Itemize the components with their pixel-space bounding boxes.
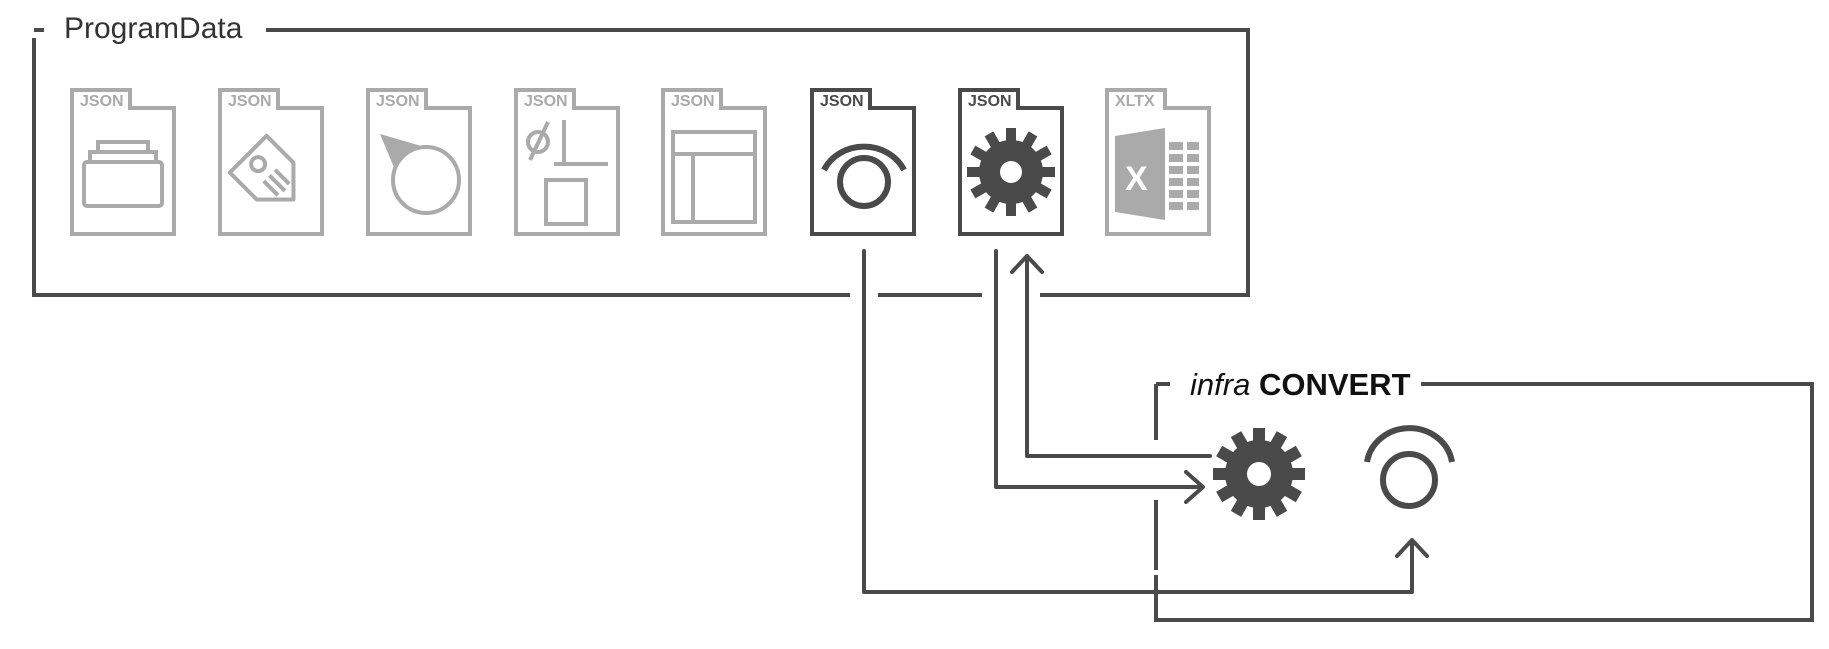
file-json-gear[interactable]: JSON — [958, 88, 1064, 236]
file-json-pin[interactable]: JSON — [366, 88, 472, 236]
file-page-outline — [1105, 88, 1211, 236]
file-tag-label: JSON — [80, 93, 124, 110]
converter-gear-icon[interactable] — [1213, 428, 1305, 520]
file-page-outline — [366, 88, 472, 236]
file-tag-label: XLTX — [1115, 93, 1155, 110]
file-tag-label: JSON — [820, 93, 864, 110]
folder-stack-icon — [82, 140, 164, 208]
pin-circle-icon — [380, 134, 461, 215]
arrow-json-eye-to-converter — [862, 249, 1414, 594]
gear-icon — [967, 128, 1055, 216]
arrow-head-right-icon — [1184, 470, 1205, 504]
file-json-section[interactable]: JSON — [514, 88, 620, 236]
file-page-outline — [70, 88, 176, 236]
programdata-frame — [32, 28, 1250, 297]
connector-lines — [862, 249, 1429, 594]
file-json-table[interactable]: JSON — [661, 88, 767, 236]
file-tag-label: JSON — [968, 93, 1012, 110]
file-tag-label: JSON — [376, 93, 420, 110]
file-page-outline — [218, 88, 324, 236]
tag-label-icon — [227, 133, 296, 202]
file-json-eye[interactable]: JSON — [810, 88, 916, 236]
file-tag-label: JSON — [228, 93, 272, 110]
programdata-group-label: ProgramData — [54, 12, 253, 46]
excel-icon: X — [1115, 128, 1199, 220]
infra-convert-group-label: infra CONVERT — [1182, 367, 1421, 403]
arrow-head-up-icon — [1395, 538, 1429, 558]
file-tag-label: JSON — [671, 93, 715, 110]
file-tag-label: JSON — [524, 93, 568, 110]
file-list: JSON JSON JSON — [70, 88, 1211, 236]
infra-label-bold: CONVERT — [1258, 367, 1411, 402]
svg-text:X: X — [1125, 160, 1148, 198]
file-json-folder[interactable]: JSON — [70, 88, 176, 236]
file-page-outline — [810, 88, 916, 236]
infra-convert-frame — [1154, 382, 1814, 622]
eye-arc-icon — [821, 143, 907, 209]
arrow-head-up-icon — [1010, 254, 1044, 274]
file-json-tag[interactable]: JSON — [218, 88, 324, 236]
diameter-section-icon — [526, 120, 608, 226]
arrow-json-gear-to-converter — [994, 249, 1203, 489]
table-grid-icon — [671, 130, 757, 224]
converter-eye-arc-icon[interactable] — [1364, 425, 1455, 509]
file-page-outline — [514, 88, 620, 236]
infra-label-italic: infra — [1190, 367, 1251, 402]
file-page-outline — [958, 88, 1064, 236]
file-xltx-excel[interactable]: XLTX X — [1105, 88, 1211, 236]
arrow-converter-to-json-gear — [1025, 256, 1212, 458]
file-page-outline — [661, 88, 767, 236]
